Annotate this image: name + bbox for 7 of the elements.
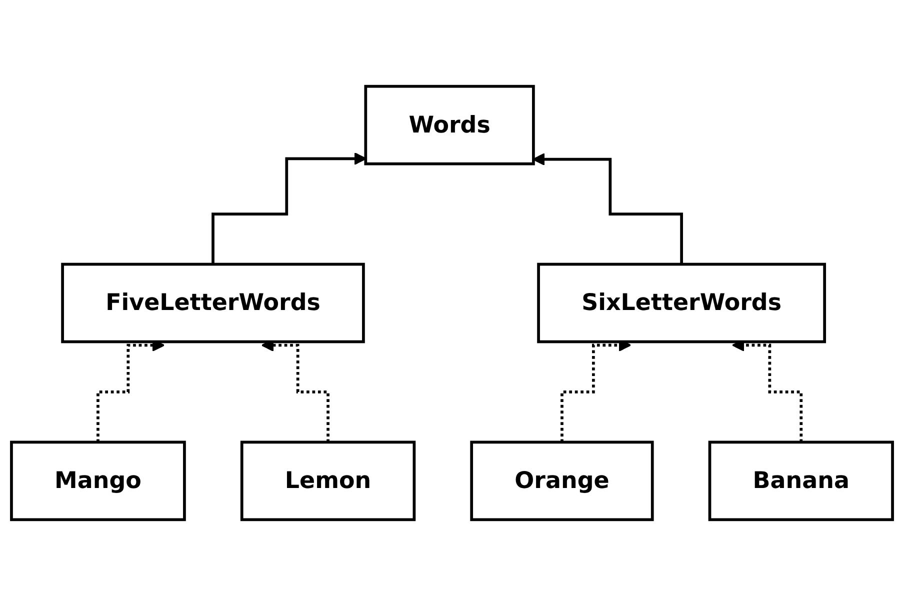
node-box: Mango: [10, 440, 186, 522]
node-box: Orange: [470, 440, 654, 522]
node-box: SixLetterWords: [537, 262, 826, 344]
node-box: Words: [364, 84, 535, 166]
node-box: Lemon: [240, 440, 416, 522]
node-box: FiveLetterWords: [61, 262, 365, 344]
node-box: Banana: [708, 440, 894, 522]
